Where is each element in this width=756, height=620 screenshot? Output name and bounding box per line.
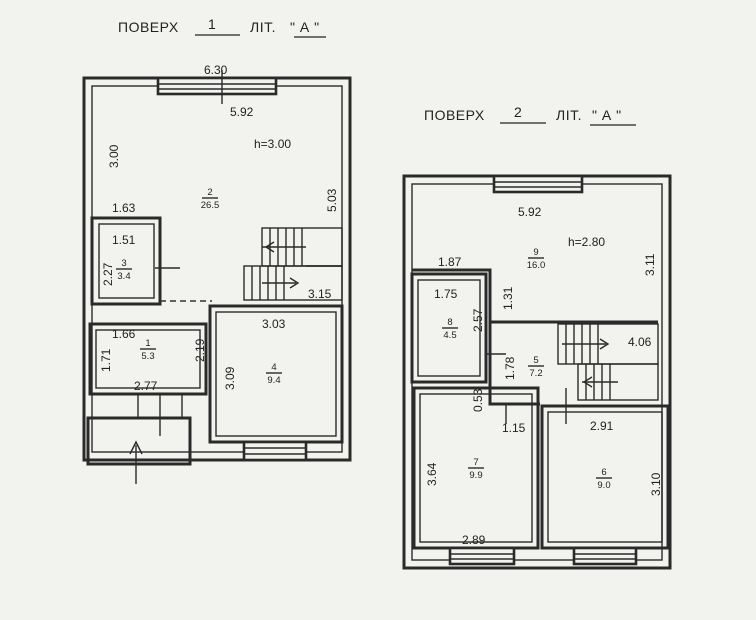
floor2-room7-number: 7 — [473, 457, 478, 468]
floor2-dim-stair-right: 4.06 — [628, 335, 652, 349]
floor2-room8-number: 8 — [447, 317, 452, 328]
floor1-room1-area: 5.3 — [141, 351, 154, 362]
floor1-dim-r1-width: 1.66 — [112, 327, 136, 341]
floor2-room7-area: 9.9 — [469, 470, 482, 481]
floor2-dim-r7-width: 2.89 — [462, 533, 486, 547]
floor1-title-prefix: ПОВЕРХ — [118, 19, 179, 35]
floor1-dim-r3-height: 2.27 — [101, 262, 115, 286]
floor1-dim-r2-left: 1.63 — [112, 201, 136, 215]
floor1-lit-value: " А " — [290, 19, 320, 35]
floor2-room6-area: 9.0 — [597, 480, 610, 491]
floor1-room2-area: 26.5 — [201, 200, 220, 211]
floor1-room2-number: 2 — [207, 187, 212, 198]
floor2-room5-number: 5 — [533, 355, 538, 366]
floor2-dim-r6-height: 3.10 — [649, 472, 663, 496]
floor1-dim-r1-height: 1.71 — [99, 348, 113, 372]
floor2-height: h=2.80 — [568, 235, 605, 249]
floor2-room6-number: 6 — [601, 467, 606, 478]
floor1-plan: 6.30 5.92 h=3.00 3.00 5.03 1.63 1.51 2.2… — [82, 63, 352, 484]
floor1-outer-width: 6.30 — [204, 63, 228, 77]
floor1-header: ПОВЕРХ 1 ЛІТ. " А " — [118, 16, 326, 38]
floor2-dim-r7-height: 3.64 — [425, 462, 439, 486]
floor2-room8-area: 4.5 — [443, 330, 456, 341]
floor2-lit-prefix: ЛІТ. — [556, 107, 582, 123]
floor1-dim-r4-height: 3.09 — [223, 366, 237, 390]
floor1-room1-number: 1 — [145, 338, 150, 349]
floor2-dim-r8-height: 2.57 — [471, 308, 485, 332]
floor2-plan: 5.92 h=2.80 3.11 1.87 1.75 1.31 2.57 4.0… — [402, 174, 672, 570]
floor2-dim-r9-left: 1.87 — [438, 255, 462, 269]
floor1-room3-area: 3.4 — [117, 271, 130, 282]
floor1-room4-area: 9.4 — [267, 375, 280, 386]
floor1-dim-bottom-left: 2.77 — [134, 379, 158, 393]
floor1-dim-right-upper: 5.03 — [325, 188, 339, 212]
floor1-height: h=3.00 — [254, 137, 291, 151]
floor2-number: 2 — [514, 104, 522, 120]
floor1-room4-number: 4 — [271, 362, 276, 373]
floor2-room9-number: 9 — [533, 247, 538, 258]
floor1-dim-r1-right: 2.19 — [193, 338, 207, 362]
floor1-room3-number: 3 — [121, 258, 126, 269]
floor2-dim-r9-right: 3.11 — [643, 253, 657, 276]
floor1-number: 1 — [208, 16, 216, 32]
floor2-lit-value: " А " — [592, 107, 622, 123]
floor1-dim-r3-width: 1.51 — [112, 233, 136, 247]
floor2-dim-r5-height: 1.78 — [503, 356, 517, 380]
floor2-header: ПОВЕРХ 2 ЛІТ. " А " — [424, 104, 636, 126]
floor1-dim-r4-width: 3.03 — [262, 317, 286, 331]
floor2-dim-r6-width: 2.91 — [590, 419, 614, 433]
floor2-room5-area: 7.2 — [529, 368, 542, 379]
floor1-dim-top-inner: 5.92 — [230, 105, 254, 119]
floor1-lit-prefix: ЛІТ. — [250, 19, 276, 35]
floor1-dim-stair-right: 3.15 — [308, 287, 332, 301]
floor2-dim-r5-small: 0.53 — [471, 388, 485, 412]
floor2-room9-area: 16.0 — [527, 260, 546, 271]
floor2-title-prefix: ПОВЕРХ — [424, 107, 485, 123]
floor2-dim-r8-width: 1.75 — [434, 287, 458, 301]
floor1-dim-left-upper: 3.00 — [107, 144, 121, 168]
floor2-dim-r5-bottom: 1.15 — [502, 421, 526, 435]
floor2-dim-top-inner: 5.92 — [518, 205, 542, 219]
floor2-dim-r8-mid: 1.31 — [501, 286, 515, 310]
